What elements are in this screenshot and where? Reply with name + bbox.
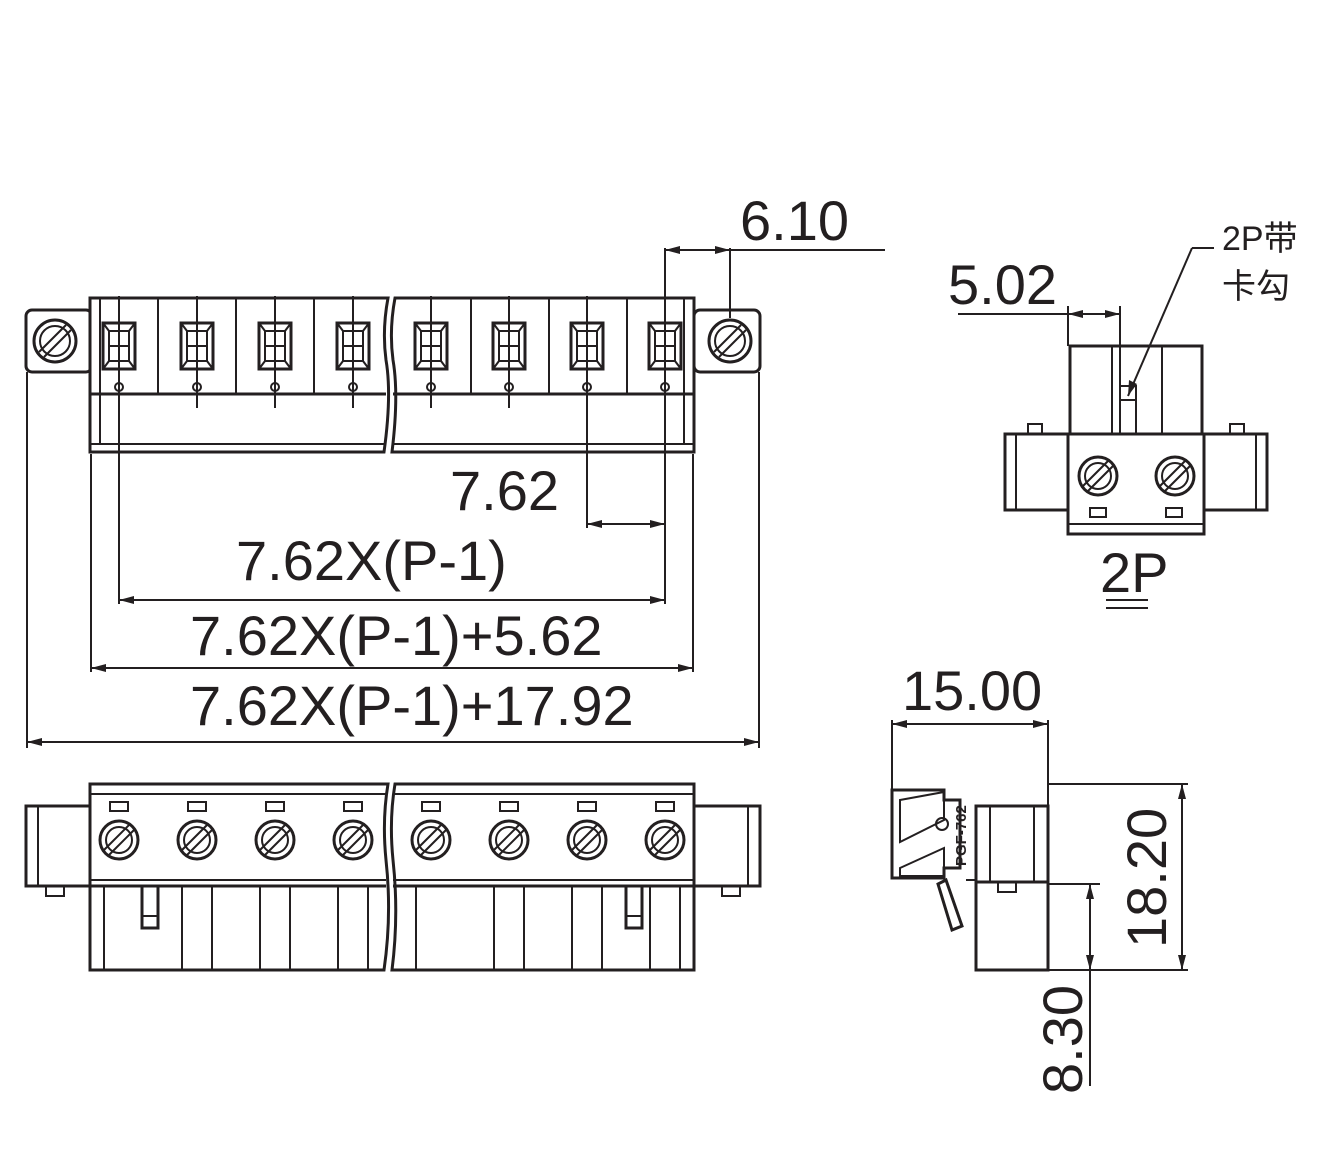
two-pole-view <box>1003 344 1269 536</box>
hook-callout: 2P带 卡勾 <box>1127 220 1298 397</box>
front-body-left <box>88 782 391 972</box>
dim-15-00: 15.00 <box>891 659 1049 806</box>
dim-overall-length-label: 7.62X(P-1)+17.92 <box>190 674 634 737</box>
2p-hook <box>1119 385 1137 435</box>
dim-overall-length: 7.62X(P-1)+17.92 <box>27 674 759 746</box>
dim-18-20: 18.20 <box>1048 783 1188 971</box>
dim-7-62: 7.62 <box>450 459 665 528</box>
variant-label: 2P <box>1100 541 1169 609</box>
dim-6-10: 6.10 <box>664 189 885 318</box>
dim-body-length: 7.62X(P-1)+5.62 <box>91 604 693 672</box>
latch-tab-right <box>624 886 644 930</box>
side-view: PGF-762 <box>890 788 1050 972</box>
front-view <box>24 782 762 972</box>
part-marking: PGF-762 <box>953 805 970 866</box>
dim-8-30-label: 8.30 <box>1031 985 1094 1094</box>
top-view <box>24 296 762 454</box>
pin-centre-lines <box>118 296 666 408</box>
dim-pitch-span: 7.62X(P-1) <box>119 529 665 604</box>
side-latch-lever <box>936 877 964 932</box>
front-body-right <box>389 782 696 972</box>
dim-pitch-span-label: 7.62X(P-1) <box>236 529 507 592</box>
front-right-flange <box>692 804 762 888</box>
variant-label-text: 2P <box>1100 541 1169 604</box>
hook-note-line1: 2P带 <box>1222 220 1298 258</box>
dim-5-02: 5.02 <box>948 253 1121 386</box>
dim-5-02-label: 5.02 <box>948 253 1057 316</box>
dim-6-10-label: 6.10 <box>740 189 849 252</box>
dim-15-00-label: 15.00 <box>902 659 1042 722</box>
front-left-flange <box>24 804 94 888</box>
latch-tab-left <box>140 886 160 930</box>
extension-lines <box>26 372 760 748</box>
dim-18-20-label: 18.20 <box>1115 808 1178 948</box>
side-plug <box>890 788 962 880</box>
side-socket <box>974 804 1050 972</box>
dim-8-30: 8.30 <box>1031 883 1100 1094</box>
lower-dividers <box>103 886 681 970</box>
test-ports <box>109 801 675 812</box>
top-body-right <box>389 296 696 454</box>
pin-holes <box>114 382 670 392</box>
top-body-left <box>88 296 391 454</box>
hook-note-line2: 卡勾 <box>1222 268 1290 306</box>
dim-body-length-label: 7.62X(P-1)+5.62 <box>190 604 602 667</box>
dim-7-62-label: 7.62 <box>450 459 559 522</box>
cell-dividers <box>157 298 628 394</box>
